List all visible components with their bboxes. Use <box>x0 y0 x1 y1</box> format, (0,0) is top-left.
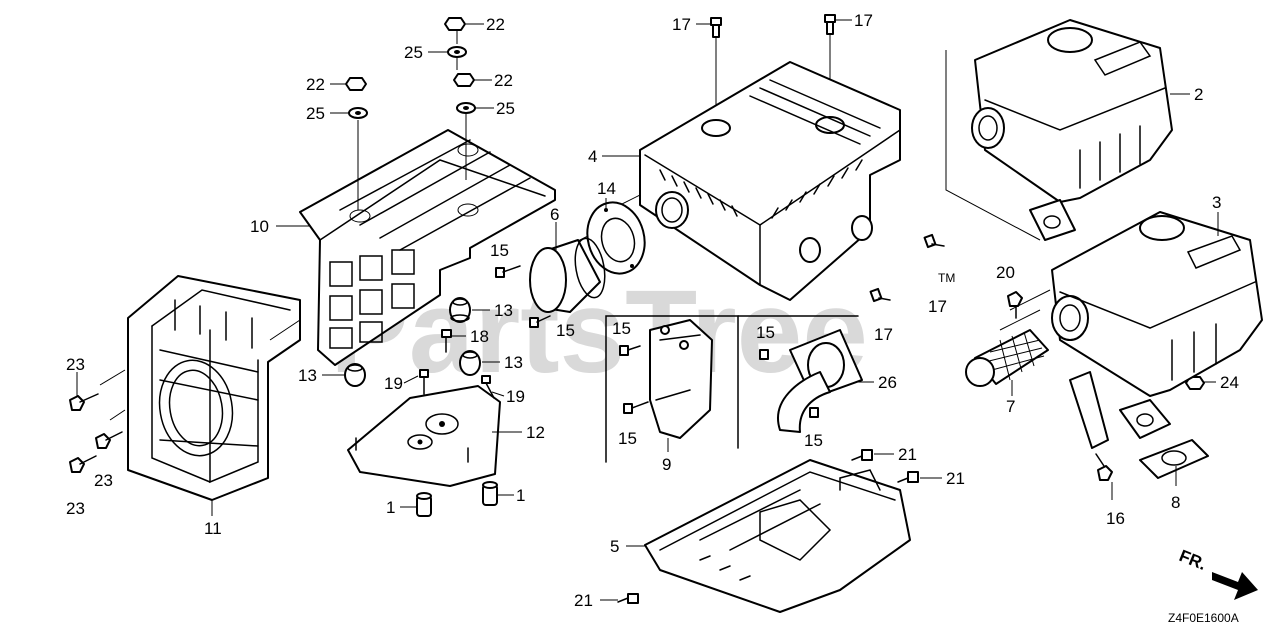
front-arrow-icon <box>1212 572 1258 600</box>
callout-15[interactable]: 15 <box>618 429 637 448</box>
callout-20[interactable]: 20 <box>996 263 1015 282</box>
callout-17[interactable]: 17 <box>928 297 947 316</box>
part-23-bolt-c[interactable] <box>69 455 97 473</box>
callout-15[interactable]: 15 <box>756 323 775 342</box>
part-19-screw-a[interactable] <box>419 369 429 395</box>
part-11-bracket[interactable] <box>127 275 301 501</box>
part-3-muffler[interactable] <box>1051 211 1263 449</box>
callout-21[interactable]: 21 <box>574 591 593 610</box>
part-15-screw-d[interactable] <box>623 401 649 414</box>
callout-10[interactable]: 10 <box>250 217 269 236</box>
callout-15[interactable]: 15 <box>612 319 631 338</box>
part-21-bolt-b[interactable] <box>897 471 919 483</box>
callout-6[interactable]: 6 <box>550 205 559 224</box>
callout-19[interactable]: 19 <box>384 374 403 393</box>
callout-13[interactable]: 13 <box>494 301 513 320</box>
part-13-grommet-a[interactable] <box>449 297 471 323</box>
part-17-bolt-a[interactable] <box>710 17 722 38</box>
part-5-base-cover[interactable] <box>644 459 911 613</box>
part-24-nut[interactable] <box>1185 376 1205 390</box>
callout-8[interactable]: 8 <box>1171 493 1180 512</box>
part-20-bolt[interactable] <box>1007 291 1023 319</box>
part-19-screw-b[interactable] <box>481 375 495 399</box>
part-26-exhaust-pipe[interactable] <box>777 329 863 433</box>
part-1-spacer-b[interactable] <box>482 481 498 506</box>
part-21-bolt-a[interactable] <box>851 449 873 461</box>
callout-11[interactable]: 11 <box>204 519 222 538</box>
callout-3[interactable]: 3 <box>1212 193 1221 212</box>
callout-22[interactable]: 22 <box>494 71 513 90</box>
callout-15[interactable]: 15 <box>490 241 509 260</box>
watermark-trademark: TM <box>938 271 955 285</box>
callout-13[interactable]: 13 <box>504 353 523 372</box>
part-18-screw[interactable] <box>441 329 452 353</box>
callout-labels: 22 25 22 25 22 25 17 17 2 4 14 6 10 15 3… <box>66 11 1239 610</box>
callout-16[interactable]: 16 <box>1106 509 1125 528</box>
callout-17[interactable]: 17 <box>874 325 893 344</box>
part-25-washer-b[interactable] <box>348 107 368 119</box>
callout-23[interactable]: 23 <box>66 355 85 374</box>
callout-21[interactable]: 21 <box>946 469 965 488</box>
part-15-screw-c[interactable] <box>619 345 641 356</box>
part-13-grommet-c[interactable] <box>344 363 366 387</box>
callout-18[interactable]: 18 <box>470 327 489 346</box>
callout-21[interactable]: 21 <box>898 445 917 464</box>
callout-13[interactable]: 13 <box>298 366 317 385</box>
part-2-muffler[interactable] <box>971 19 1173 241</box>
part-6-spark-arrester-cap[interactable] <box>529 236 609 313</box>
part-13-grommet-b[interactable] <box>459 350 481 376</box>
callout-22[interactable]: 22 <box>486 15 505 34</box>
callout-2[interactable]: 2 <box>1194 85 1203 104</box>
part-22-nut-a[interactable] <box>444 17 466 31</box>
callout-1[interactable]: 1 <box>386 498 395 517</box>
callout-12[interactable]: 12 <box>526 423 545 442</box>
part-7-spark-arrester-screen[interactable] <box>965 329 1049 387</box>
part-8-gasket[interactable] <box>1139 439 1209 479</box>
callout-25[interactable]: 25 <box>496 99 515 118</box>
part-16-bolt[interactable] <box>1095 453 1113 481</box>
callout-4[interactable]: 4 <box>588 147 597 166</box>
callout-17[interactable]: 17 <box>672 15 691 34</box>
part-15-screw-e[interactable] <box>759 349 769 360</box>
callout-9[interactable]: 9 <box>662 455 671 474</box>
part-17-bolt-c[interactable] <box>923 233 945 249</box>
part-1-spacer-a[interactable] <box>416 492 432 517</box>
part-17-bolt-b[interactable] <box>824 14 836 35</box>
callout-15[interactable]: 15 <box>804 431 823 450</box>
part-23-bolt-b[interactable] <box>95 431 123 449</box>
callout-15[interactable]: 15 <box>556 321 575 340</box>
part-17-bolt-d[interactable] <box>869 287 891 303</box>
part-12-plate[interactable] <box>347 385 501 487</box>
callout-25[interactable]: 25 <box>306 104 325 123</box>
front-indicator-label: FR. <box>1177 546 1210 574</box>
callout-17[interactable]: 17 <box>854 11 873 30</box>
part-22-nut-b[interactable] <box>345 77 367 91</box>
part-15-screw-f[interactable] <box>809 407 819 418</box>
part-10-frame[interactable] <box>299 129 556 366</box>
part-22-nut-c[interactable] <box>453 73 475 87</box>
part-9-deflector[interactable] <box>649 319 713 439</box>
callout-5[interactable]: 5 <box>610 537 619 556</box>
callout-19[interactable]: 19 <box>506 387 525 406</box>
callout-26[interactable]: 26 <box>878 373 897 392</box>
callout-23[interactable]: 23 <box>66 499 85 518</box>
callout-1[interactable]: 1 <box>516 486 525 505</box>
callout-7[interactable]: 7 <box>1006 397 1015 416</box>
callout-23[interactable]: 23 <box>94 471 113 490</box>
part-15-screw-b[interactable] <box>529 315 551 328</box>
callout-14[interactable]: 14 <box>597 179 616 198</box>
part-21-bolt-c[interactable] <box>617 593 639 604</box>
callout-24[interactable]: 24 <box>1220 373 1239 392</box>
part-15-screw-a[interactable] <box>495 265 521 278</box>
part-4-muffler-protector[interactable] <box>639 61 901 301</box>
subassembly-frames <box>605 315 859 463</box>
callout-25[interactable]: 25 <box>404 43 423 62</box>
callout-22[interactable]: 22 <box>306 75 325 94</box>
part-23-bolt-a[interactable] <box>69 393 99 411</box>
diagram-code: Z4F0E1600A <box>1168 611 1239 625</box>
part-25-washer-c[interactable] <box>456 102 476 114</box>
part-25-washer-a[interactable] <box>447 46 467 58</box>
